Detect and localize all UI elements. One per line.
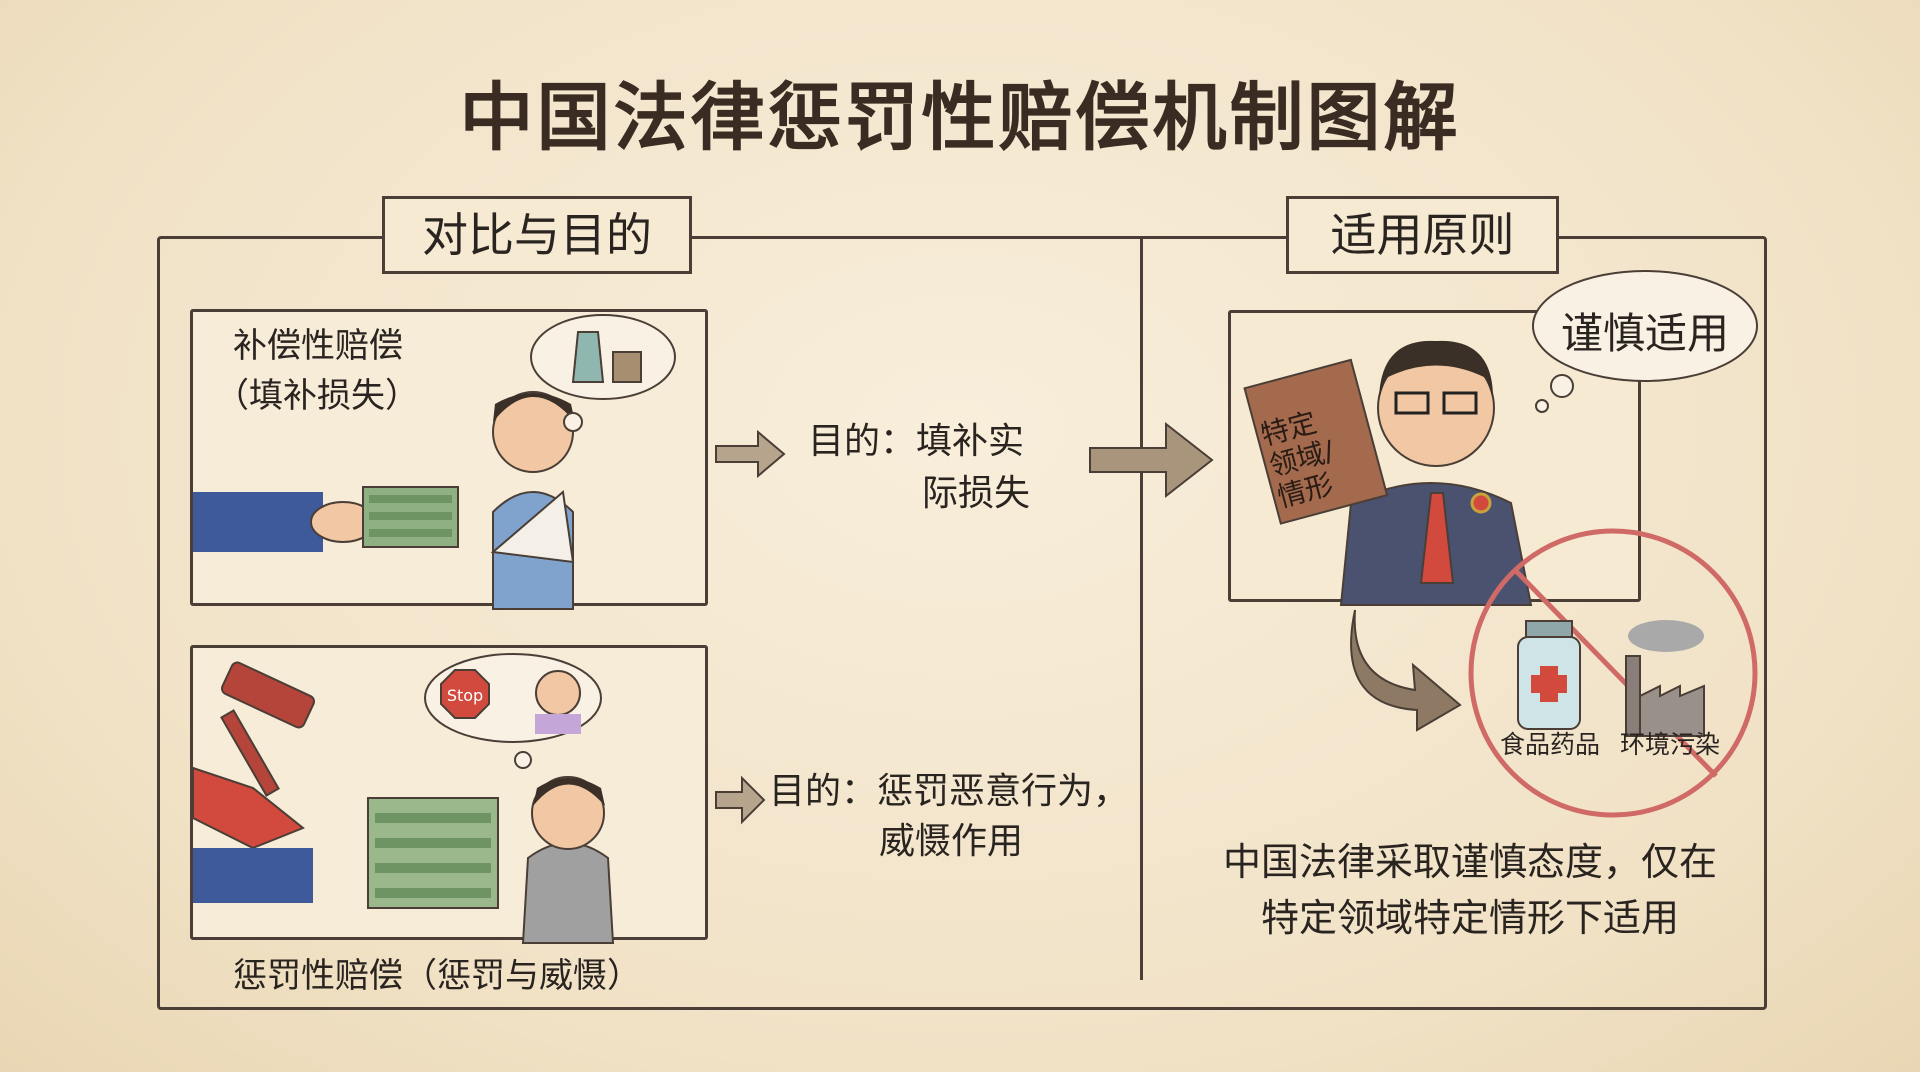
thought-cloud-icon	[1532, 270, 1758, 413]
sleeve-icon	[193, 492, 323, 552]
curved-arrow-icon	[1350, 609, 1462, 732]
thought-bubble-vase-icon	[530, 314, 676, 432]
sleeve-icon	[193, 848, 313, 903]
red-hand-icon	[192, 766, 305, 850]
punitive-purpose-line2: 威慑作用	[879, 821, 1024, 862]
compensatory-label: 补偿性赔偿	[233, 326, 403, 366]
punitive-purpose-line1: 目的：惩罚恶意行为，	[769, 771, 1130, 812]
compensatory-sub: （填补损失）	[215, 376, 419, 416]
left-section-heading: 对比与目的	[382, 196, 692, 274]
right-section-heading: 适用原则	[1286, 196, 1559, 274]
thought-text: 谨慎适用	[1560, 309, 1729, 358]
compensatory-illustration	[193, 314, 676, 610]
prohibited-sign-icon	[1468, 528, 1758, 818]
example-food-drug: 食品药品	[1500, 730, 1601, 759]
red-tie-icon	[1419, 492, 1455, 584]
book-icon	[1243, 358, 1389, 525]
example-pollution: 环境污染	[1620, 730, 1721, 759]
punitive-panel: Stop	[190, 645, 708, 944]
section-divider	[1140, 236, 1143, 980]
arrow-icon	[715, 429, 786, 479]
judge-illustration	[1243, 340, 1533, 606]
injured-person-icon	[490, 391, 575, 610]
compensatory-purpose-line2: 际损失	[922, 473, 1031, 514]
punitive-illustration: Stop	[192, 653, 615, 944]
big-arrow-icon	[1089, 421, 1214, 499]
thought-bubble-stop-icon: Stop	[424, 653, 602, 769]
worried-person-icon	[521, 776, 615, 944]
medicine-bottle-icon	[1517, 620, 1581, 730]
court-badge-icon	[1470, 492, 1492, 514]
stop-sign-text: Stop	[447, 686, 483, 705]
compensatory-purpose-line1: 目的：填补实	[808, 421, 1025, 462]
diagram-frame	[157, 236, 1767, 1010]
punitive-caption: 惩罚性赔偿（惩罚与威慑）	[233, 956, 641, 996]
gavel-icon	[220, 661, 315, 797]
page-title: 中国法律惩罚性赔偿机制图解	[459, 75, 1461, 161]
compensatory-panel: 补偿性赔偿 （填补损失）	[190, 309, 708, 610]
arrow-icon	[715, 775, 766, 825]
summary-line1: 中国法律采取谨慎态度，仅在	[1222, 840, 1717, 884]
summary-line2: 特定领域特定情形下适用	[1260, 896, 1679, 940]
factory-icon	[1625, 620, 1705, 737]
